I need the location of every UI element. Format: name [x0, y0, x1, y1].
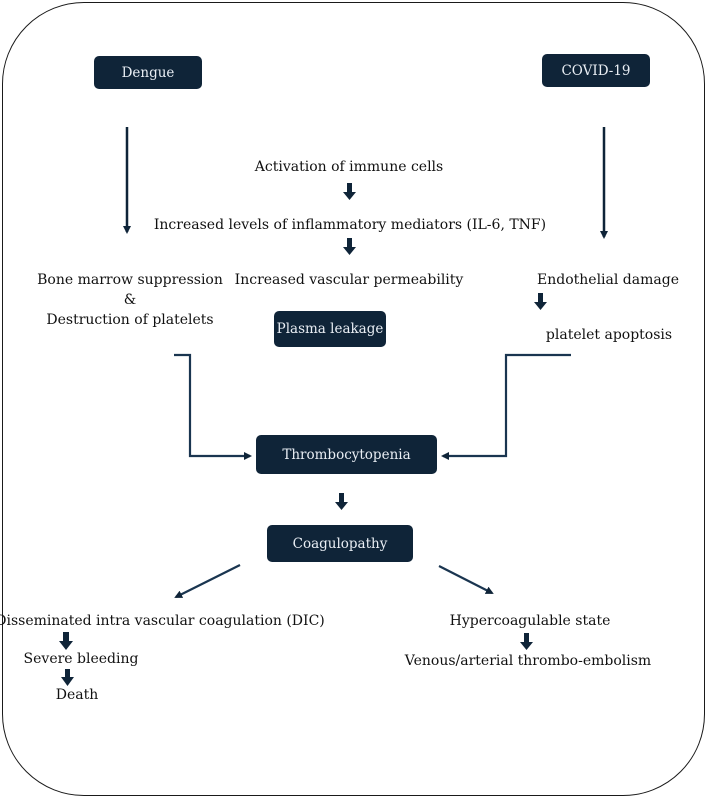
apoptosis-text: platelet apoptosis — [545, 327, 673, 343]
covid-box: COVID-19 — [542, 54, 650, 87]
hypercoagulable-text: Hypercoagulable state — [449, 613, 611, 629]
endothelial-text: Endothelial damage — [537, 272, 679, 288]
thrombocytopenia-label: Thrombocytopenia — [282, 446, 411, 463]
block-arrow-activation — [343, 183, 356, 200]
severe-bleeding-text: Severe bleeding — [23, 651, 139, 667]
covid-label: COVID-19 — [561, 62, 631, 79]
coagulopathy-to-dic-arrow — [174, 564, 241, 598]
ampersand-text: & — [123, 292, 137, 308]
death-text: Death — [55, 687, 99, 703]
covid-to-thrombocytopenia-connector — [441, 353, 571, 460]
block-arrow-endothelial — [534, 293, 547, 310]
block-arrow-hypercoagulable — [520, 633, 533, 650]
plasma-leakage-box: Plasma leakage — [274, 311, 386, 347]
destruction-text: Destruction of platelets — [46, 312, 214, 328]
block-arrow-dic — [59, 632, 73, 650]
dic-text: Disseminated intra vascular coagulation … — [0, 613, 325, 629]
bone-marrow-text: Bone marrow suppression — [37, 272, 223, 288]
coagulopathy-box: Coagulopathy — [267, 525, 413, 562]
plasma-leakage-label: Plasma leakage — [276, 321, 384, 337]
block-arrow-inflammatory — [343, 238, 356, 255]
dengue-to-thrombocytopenia-connector — [174, 353, 252, 460]
vascular-permeability-text: Increased vascular permeability — [234, 272, 464, 288]
inflammatory-text: Increased levels of inflammatory mediato… — [153, 217, 547, 233]
coagulopathy-label: Coagulopathy — [292, 535, 388, 552]
thromboembolism-text: Venous/arterial thrombo-embolism — [404, 653, 652, 669]
activation-text: Activation of immune cells — [254, 159, 444, 175]
thrombocytopenia-box: Thrombocytopenia — [256, 435, 437, 474]
dengue-box: Dengue — [94, 56, 202, 89]
coagulopathy-to-hypercoagulable-arrow — [438, 565, 494, 594]
block-arrow-bleeding — [61, 669, 74, 686]
block-arrow-thrombocytopenia — [335, 493, 348, 510]
dengue-label: Dengue — [121, 64, 175, 81]
